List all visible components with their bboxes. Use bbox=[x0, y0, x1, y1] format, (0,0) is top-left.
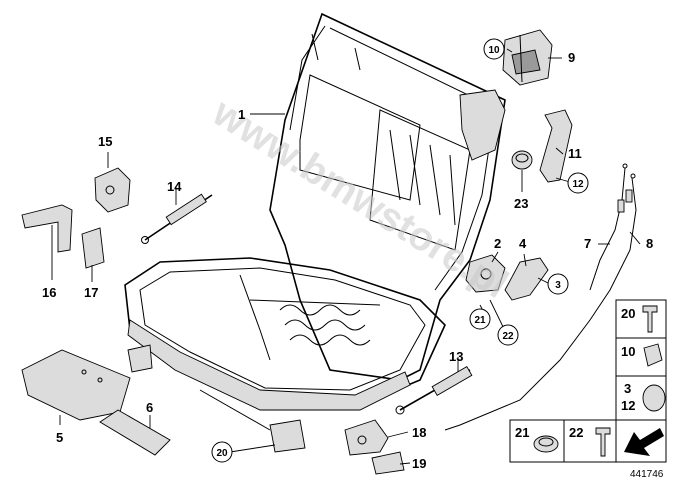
legend-box-20: 20 bbox=[615, 299, 667, 339]
bracket-17-part bbox=[81, 227, 105, 269]
callout-3: 3 bbox=[555, 280, 561, 291]
callout-23: 23 bbox=[514, 196, 528, 211]
callout-13: 13 bbox=[449, 349, 463, 364]
legend-box-10: 10 bbox=[615, 337, 667, 377]
latch-cover-part bbox=[504, 257, 549, 301]
callout-2: 2 bbox=[494, 236, 501, 251]
plate-6-part bbox=[99, 409, 171, 456]
callout-15: 15 bbox=[98, 134, 112, 149]
legend-box-22: 22 bbox=[563, 419, 617, 463]
callout-4: 4 bbox=[519, 236, 527, 251]
callout-20-circle bbox=[211, 441, 233, 463]
reference-number: 441746 bbox=[630, 469, 664, 480]
callout-9: 9 bbox=[568, 50, 575, 65]
trim-panel-5-part bbox=[21, 349, 131, 421]
callout-17: 17 bbox=[84, 285, 98, 300]
callout-18: 18 bbox=[412, 425, 426, 440]
lower-latch-18-part bbox=[344, 419, 389, 456]
legend-box-21: 21 bbox=[509, 419, 565, 463]
lock-15-part bbox=[94, 167, 131, 213]
bracket-16-part bbox=[21, 204, 73, 253]
callout-10-circle bbox=[483, 38, 505, 60]
callout-8: 8 bbox=[646, 236, 653, 251]
callout-1: 1 bbox=[238, 107, 245, 122]
cap-part bbox=[511, 150, 533, 170]
legend-box-3-12: 3 12 bbox=[615, 375, 667, 421]
legend-box-arrow bbox=[615, 419, 667, 463]
callout-5: 5 bbox=[56, 430, 63, 445]
callout-11: 11 bbox=[568, 146, 582, 161]
callout-6: 6 bbox=[146, 400, 153, 415]
release-handle-part bbox=[539, 109, 573, 183]
recliner-housing-part bbox=[502, 29, 553, 86]
legend-22-label: 22 bbox=[569, 425, 583, 440]
callout-12-circle bbox=[567, 172, 589, 194]
seat-frame-part bbox=[124, 12, 506, 453]
gas-spring-13-part bbox=[395, 366, 473, 415]
callout-20: 20 bbox=[216, 448, 228, 459]
callout-21-circle bbox=[469, 308, 491, 330]
legend-3-label: 3 bbox=[624, 381, 631, 396]
bowden-cable-part bbox=[444, 163, 637, 431]
callout-3-circle bbox=[547, 273, 569, 295]
callout-19: 19 bbox=[412, 456, 426, 471]
callout-14: 14 bbox=[167, 179, 182, 194]
latch-part bbox=[465, 254, 506, 293]
legend-21-label: 21 bbox=[515, 425, 529, 440]
callout-21: 21 bbox=[474, 315, 486, 326]
callout-22: 22 bbox=[502, 331, 514, 342]
callout-10: 10 bbox=[488, 45, 500, 56]
legend-10-label: 10 bbox=[621, 344, 635, 359]
callout-22-circle bbox=[497, 324, 519, 346]
arrow-icon bbox=[624, 428, 664, 456]
callout-12: 12 bbox=[572, 179, 584, 190]
legend-20-label: 20 bbox=[621, 306, 635, 321]
bracket-19-part bbox=[371, 451, 405, 475]
legend-12-label: 12 bbox=[621, 398, 635, 413]
callout-7: 7 bbox=[584, 236, 591, 251]
callout-16: 16 bbox=[42, 285, 56, 300]
gas-spring-14-part bbox=[141, 193, 213, 244]
